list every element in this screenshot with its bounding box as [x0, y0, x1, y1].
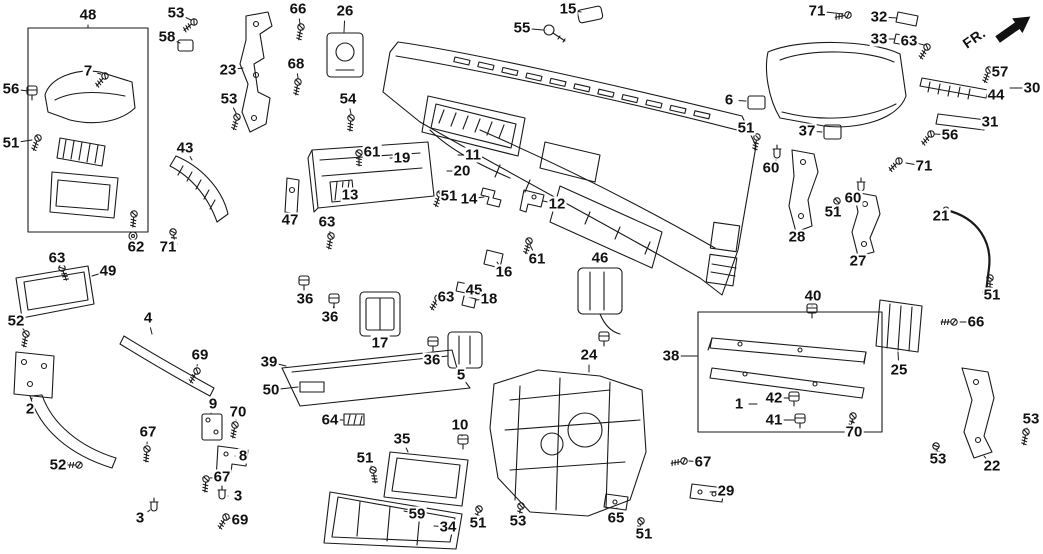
fr-arrow-icon	[995, 16, 1031, 43]
